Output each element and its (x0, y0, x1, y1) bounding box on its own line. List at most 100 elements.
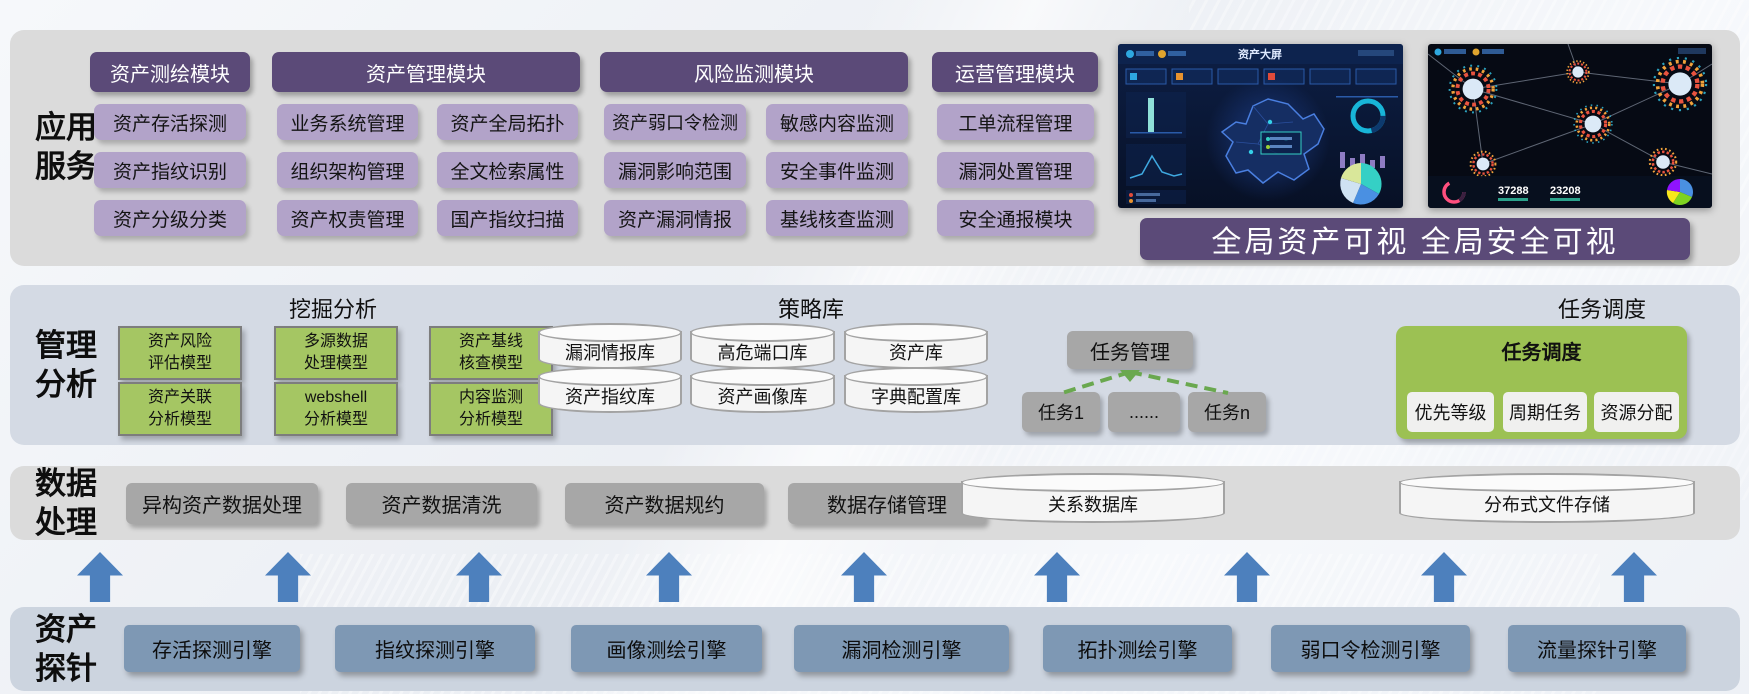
app-item: 基线核查监测 (766, 200, 908, 236)
label-line: 管理 (35, 328, 97, 363)
group-title-mining-analysis: 挖掘分析 (288, 297, 378, 322)
app-item: 资产权责管理 (277, 200, 418, 236)
layer-label-asset-probes: 资产 探针 (28, 610, 104, 689)
group-title-policy-library: 策略库 (777, 297, 845, 322)
layer-label-data-processing: 数据 处理 (28, 464, 104, 543)
task-box: ...... (1108, 392, 1180, 432)
task-box: 任务n (1188, 392, 1266, 432)
sched-item: 周期任务 (1503, 392, 1587, 432)
model-line: 资产基线 (458, 332, 523, 350)
up-arrow (77, 552, 123, 602)
label-line: 分析 (35, 367, 97, 403)
database-cylinder: 高危端口库 (690, 323, 835, 369)
dashboard-screenshot-topology: 37288 23208 (1428, 44, 1712, 208)
app-item: 资产弱口令检测 (604, 104, 746, 140)
database-cylinder: 资产画像库 (690, 367, 835, 413)
task-manager-box: 任务管理 (1067, 331, 1193, 369)
layer-label-app-services: 应用 服务 (28, 108, 104, 187)
data-process-box: 资产数据规约 (565, 483, 764, 524)
app-item: 业务系统管理 (277, 104, 418, 140)
model-box: 多源数据 处理模型 (274, 326, 398, 380)
database-cylinder: 关系数据库 (961, 473, 1225, 523)
database-cylinder: 漏洞情报库 (538, 323, 682, 369)
database-cylinder: 资产指纹库 (538, 367, 682, 413)
app-item: 组织架构管理 (277, 152, 418, 188)
model-line: 资产风险 (147, 332, 212, 350)
label-line: 应用 (35, 110, 97, 145)
data-process-box: 异构资产数据处理 (126, 483, 318, 524)
probe-engine-box: 画像测绘引擎 (571, 625, 762, 672)
up-arrow (1224, 552, 1270, 602)
model-line: 核查模型 (458, 355, 523, 372)
label-line: 数据 (35, 466, 97, 501)
model-line: 分析模型 (303, 411, 368, 428)
label-line: 资产 (35, 612, 97, 647)
model-line: 分析模型 (147, 411, 212, 428)
model-box: 资产基线 核查模型 (429, 326, 553, 380)
database-cylinder: 资产库 (844, 323, 988, 369)
database-label: 分布式文件存储 (1484, 495, 1610, 515)
module-header-risk-monitoring: 风险监测模块 (600, 52, 908, 92)
probe-engine-box: 弱口令检测引擎 (1271, 625, 1470, 672)
model-line: 多源数据 (303, 332, 368, 350)
module-header-asset-mapping: 资产测绘模块 (90, 52, 250, 92)
probe-engine-box: 存活探测引擎 (124, 625, 300, 672)
app-item: 国产指纹扫描 (437, 200, 578, 236)
database-cylinder: 分布式文件存储 (1399, 473, 1695, 523)
up-arrow (1421, 552, 1467, 602)
app-item: 安全通报模块 (937, 200, 1094, 236)
probe-engine-box: 流量探针引擎 (1508, 625, 1686, 672)
sched-item: 资源分配 (1594, 392, 1679, 432)
model-box: webshell 分析模型 (274, 382, 398, 436)
up-arrow (1611, 552, 1657, 602)
app-item: 资产全局拓扑 (437, 104, 578, 140)
model-box: 资产关联 分析模型 (118, 382, 242, 436)
model-line: 评估模型 (147, 355, 212, 372)
sched-item: 优先等级 (1407, 392, 1494, 432)
app-item: 工单流程管理 (937, 104, 1094, 140)
up-arrow (456, 552, 502, 602)
dashboard-screenshot-asset-map: 资产大屏 (1118, 44, 1403, 208)
app-item: 漏洞影响范围 (604, 152, 746, 188)
task-box: 任务1 (1022, 392, 1100, 432)
database-label: 资产库 (889, 343, 943, 363)
database-label: 资产指纹库 (565, 387, 655, 407)
app-item: 资产存活探测 (94, 104, 246, 140)
database-label: 高危端口库 (717, 343, 808, 363)
up-arrow (265, 552, 311, 602)
app-item: 漏洞处置管理 (937, 152, 1094, 188)
database-label: 漏洞情报库 (565, 343, 655, 363)
database-label: 字典配置库 (871, 387, 961, 407)
database-label: 关系数据库 (1048, 495, 1138, 515)
database-cylinder: 字典配置库 (844, 367, 988, 413)
model-line: 内容监测 (458, 388, 523, 406)
probe-engine-box: 指纹探测引擎 (335, 625, 535, 672)
topology-stat-1: 37288 (1498, 185, 1529, 197)
model-box: 资产风险 评估模型 (118, 326, 242, 380)
data-process-box: 资产数据清洗 (346, 483, 537, 524)
dashboard-title: 资产大屏 (1238, 47, 1282, 61)
database-label: 资产画像库 (717, 387, 808, 407)
app-item: 安全事件监测 (766, 152, 908, 188)
module-header-asset-management: 资产管理模块 (272, 52, 580, 92)
up-arrow (841, 552, 887, 602)
label-line: 服务 (35, 149, 97, 185)
group-title-task-scheduling: 任务调度 (1557, 297, 1647, 322)
app-item: 全文检索属性 (437, 152, 578, 188)
model-line: webshell (304, 388, 368, 406)
label-line: 处理 (35, 505, 97, 541)
task-scheduling-panel: 任务调度 优先等级 周期任务 资源分配 (1396, 326, 1687, 439)
probe-engine-box: 拓扑测绘引擎 (1043, 625, 1232, 672)
label-line: 探针 (35, 651, 97, 687)
model-line: 处理模型 (303, 355, 368, 372)
topology-stat-2: 23208 (1550, 185, 1581, 197)
app-item: 资产指纹识别 (94, 152, 246, 188)
app-item: 资产分级分类 (94, 200, 246, 236)
module-header-operations: 运营管理模块 (932, 52, 1098, 92)
up-arrow (1034, 552, 1080, 602)
layer-label-management-analysis: 管理 分析 (28, 326, 104, 405)
model-line: 分析模型 (458, 411, 523, 428)
up-arrow (646, 552, 692, 602)
data-process-box: 数据存储管理 (788, 483, 986, 524)
